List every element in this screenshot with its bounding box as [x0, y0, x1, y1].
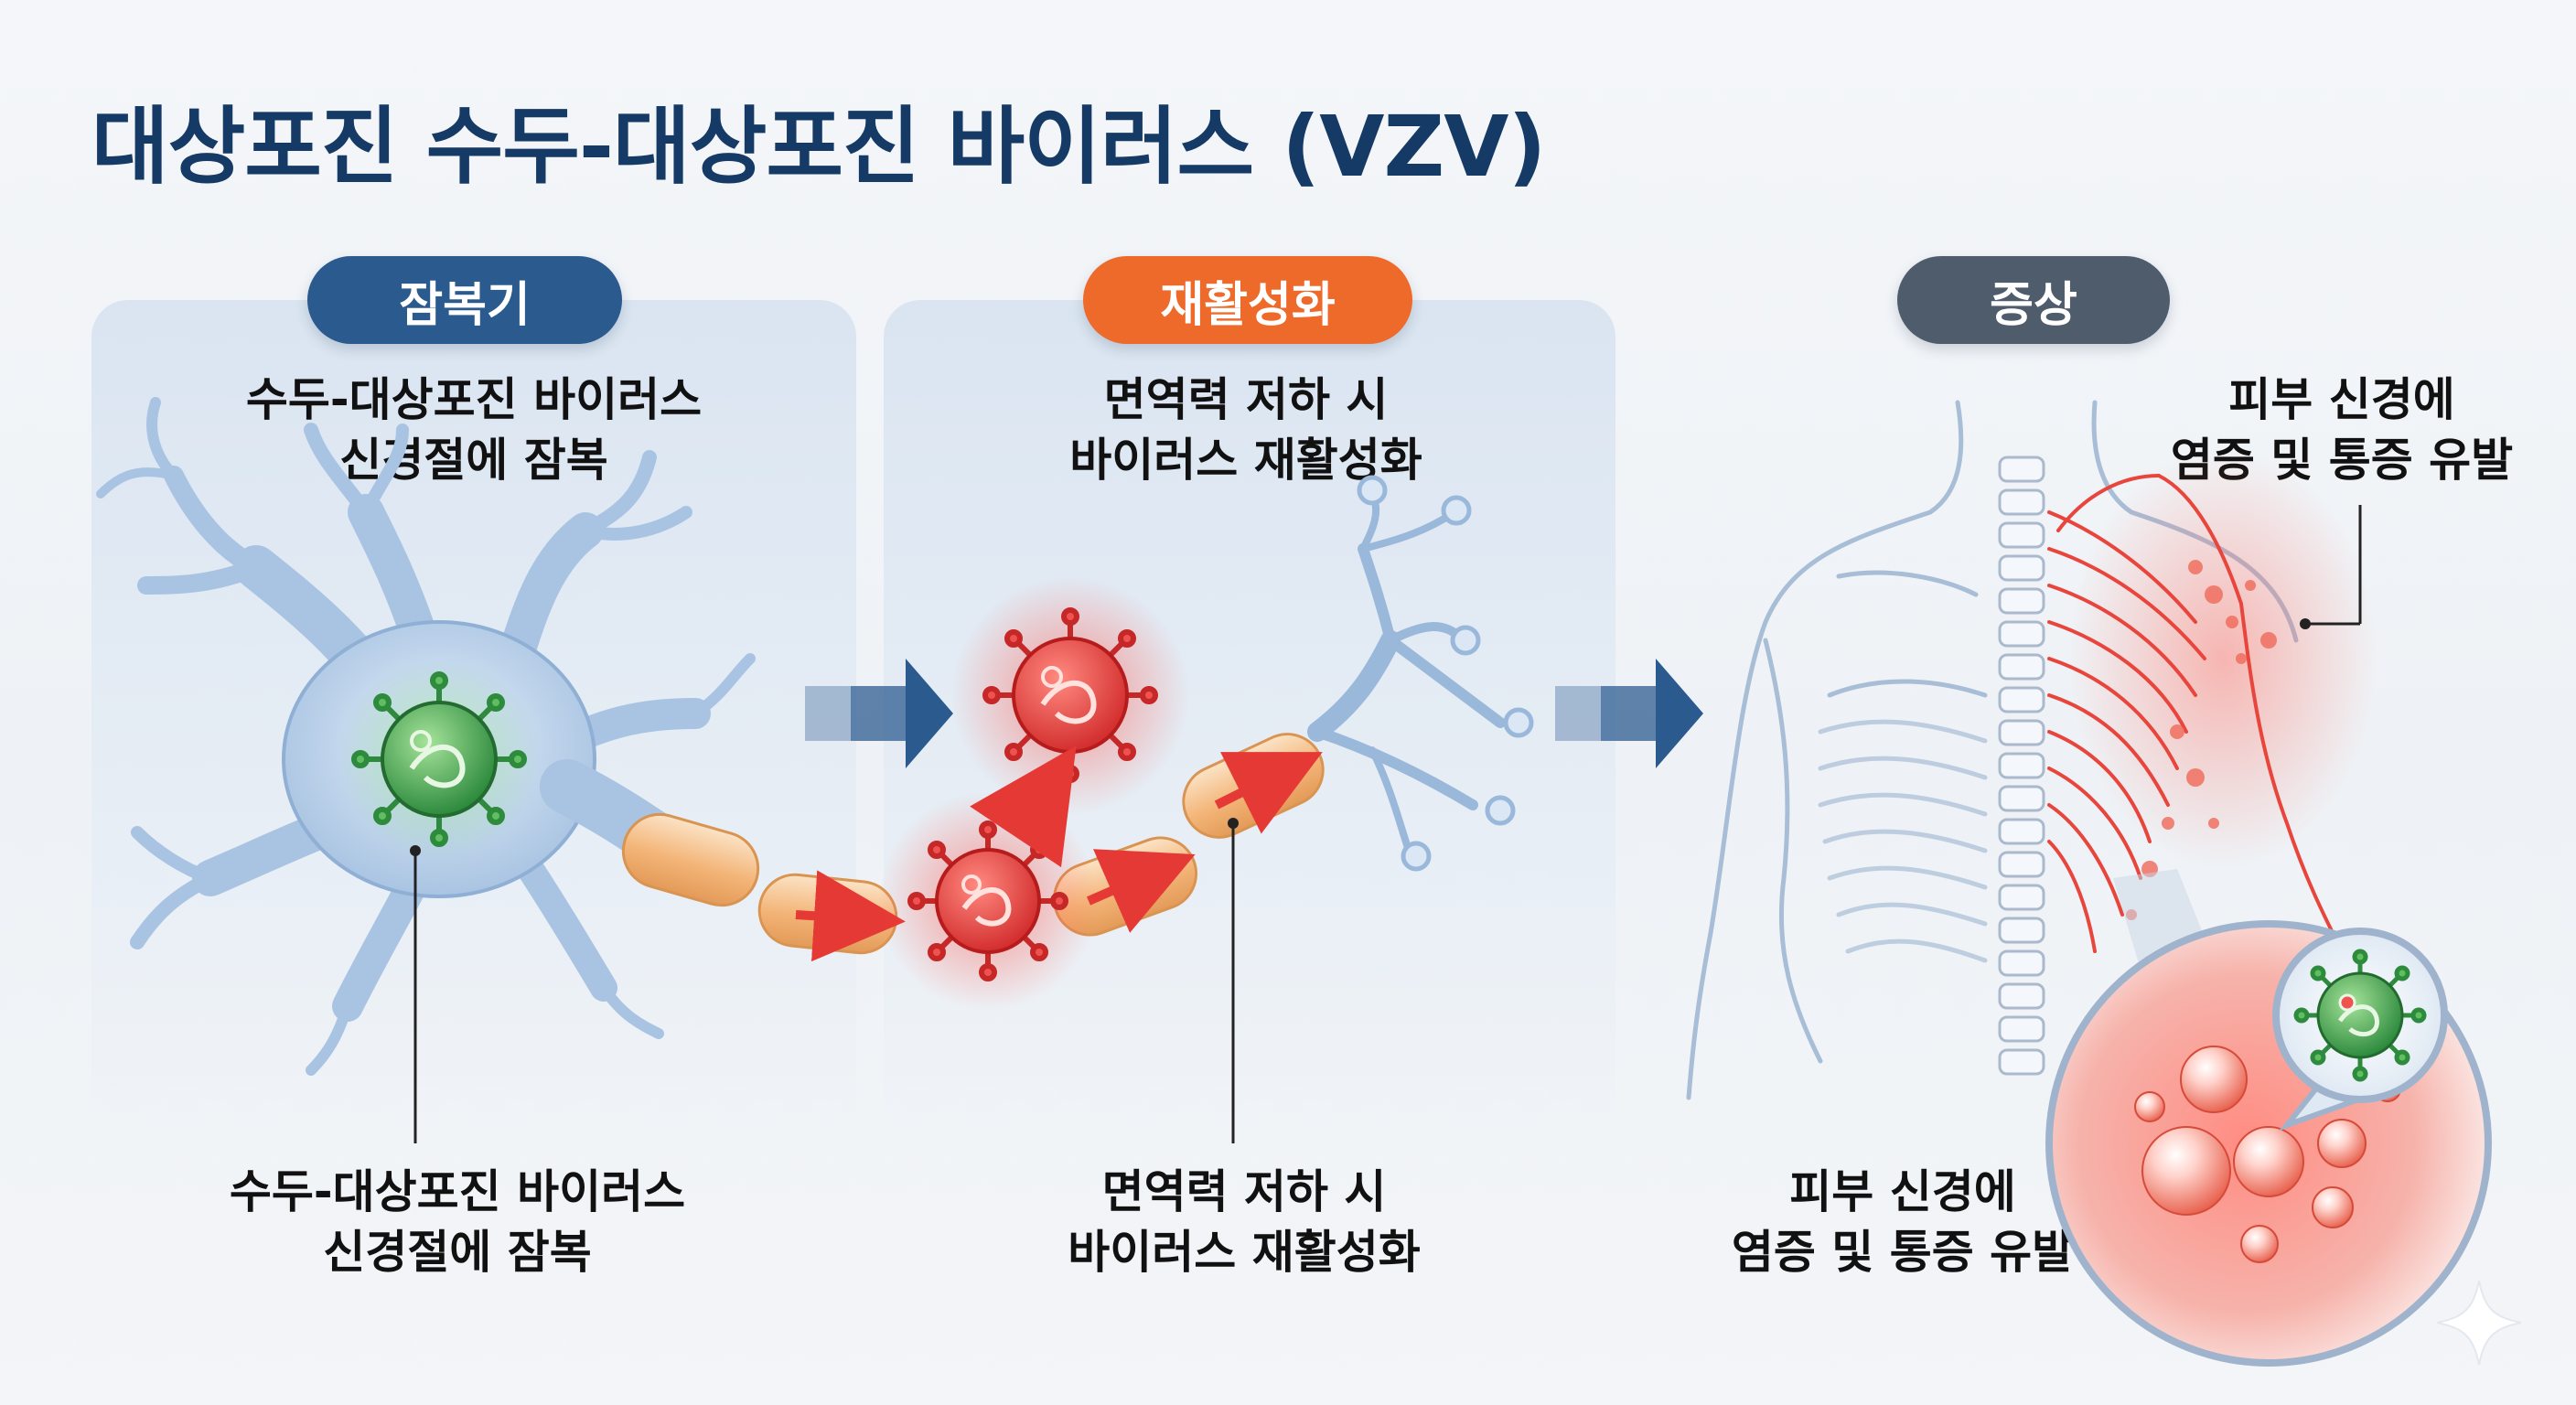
latency-top-caption: 수두-대상포진 바이러스 신경절에 잠복	[154, 370, 794, 490]
caption-line: 피부 신경에	[2228, 373, 2455, 426]
axon-terminal-bulbs	[1357, 475, 1534, 872]
latency-bottom-caption: 수두-대상포진 바이러스 신경절에 잠복	[137, 1162, 778, 1282]
caption-line: 피부 신경에	[1789, 1165, 2016, 1218]
caption-line: 면역력 저하 시	[1103, 373, 1389, 426]
reactivated-virus-icon	[878, 791, 1098, 1011]
spine-icon	[1998, 456, 2045, 1076]
latency-leader-dot	[410, 845, 421, 856]
caption-line: 바이러스 재활성화	[1068, 1226, 1421, 1279]
sparkle-icon	[2436, 1280, 2522, 1366]
reactivation-bottom-caption: 면역력 저하 시 바이러스 재활성화	[924, 1162, 1564, 1282]
caption-line: 바이러스 재활성화	[1069, 434, 1422, 487]
reactivation-leader-dot	[1228, 818, 1239, 829]
reactivation-top-caption: 면역력 저하 시 바이러스 재활성화	[926, 370, 1566, 490]
latent-virus-icon	[338, 659, 540, 860]
stage-badge-reactivation: 재활성화	[1083, 256, 1412, 344]
stage-badge-latency: 잠복기	[307, 256, 622, 344]
symptoms-bottom-caption: 피부 신경에 염증 및 통증 유발	[1647, 1162, 2159, 1282]
inflamed-nerve-icon	[2047, 474, 2344, 953]
caption-line: 수두-대상포진 바이러스	[245, 373, 703, 426]
flow-arrow-icon	[1555, 659, 1703, 768]
symptoms-leader-dot	[2300, 618, 2311, 629]
caption-line: 염증 및 통증 유발	[1731, 1226, 2075, 1279]
page-title: 대상포진 수두-대상포진 바이러스 (VZV)	[91, 98, 1546, 196]
flow-arrow-icon	[805, 659, 953, 768]
caption-line: 수두-대상포진 바이러스	[229, 1165, 686, 1218]
release-arrow-icon	[970, 745, 1077, 868]
inflammation-glow	[2067, 448, 2378, 869]
human-torso-icon	[1686, 400, 2299, 1100]
virus-magnifier-icon	[2272, 928, 2448, 1132]
caption-line: 면역력 저하 시	[1101, 1165, 1387, 1218]
caption-line: 신경절에 잠복	[323, 1226, 592, 1279]
axon-terminal-icon	[1307, 490, 1506, 854]
released-virus-icon	[951, 576, 1189, 814]
stage-badge-symptoms: 증상	[1897, 256, 2170, 344]
